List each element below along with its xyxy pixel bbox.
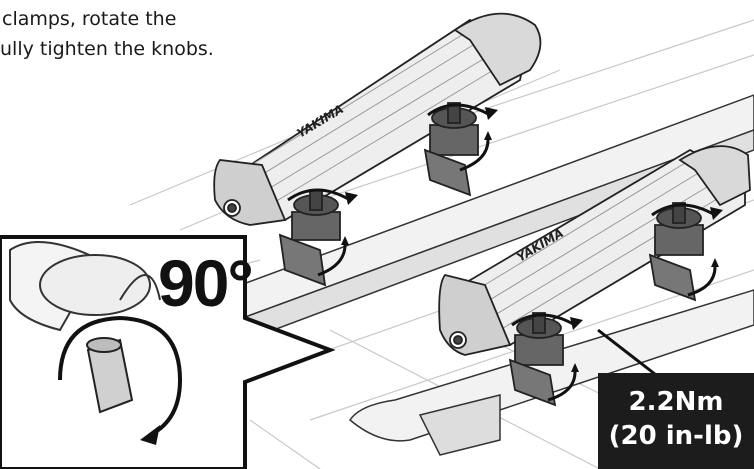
torque-leader-line [597,328,661,380]
rotation-arrow-detail [58,315,183,437]
rotation-arrows-upper [287,103,491,277]
knob-upper-left [291,189,341,241]
knob-lower-right [654,202,704,256]
carrier-upper [213,12,542,287]
torque-value-imperial: (20 in-lb) [608,421,744,451]
arrow-heads-lower [570,207,723,372]
instruction-line-1: clamps, rotate the [2,8,177,30]
rotation-arrows-lower [511,203,717,402]
rotation-angle-label: 90° [158,246,254,320]
knob-lower-left [514,312,564,366]
knob-upper-right [429,102,479,156]
carrier-lower [438,145,751,407]
instruction-line-2: ully tighten the knobs. [0,38,214,60]
detail-box [0,235,336,469]
torque-callout: 2.2Nm (20 in-lb) [598,373,754,469]
arrow-heads-upper [341,107,498,245]
torque-value: 2.2Nm [628,387,724,417]
instruction-text: clamps, rotate the ully tighten the knob… [0,4,300,64]
knob-detail [86,337,134,414]
